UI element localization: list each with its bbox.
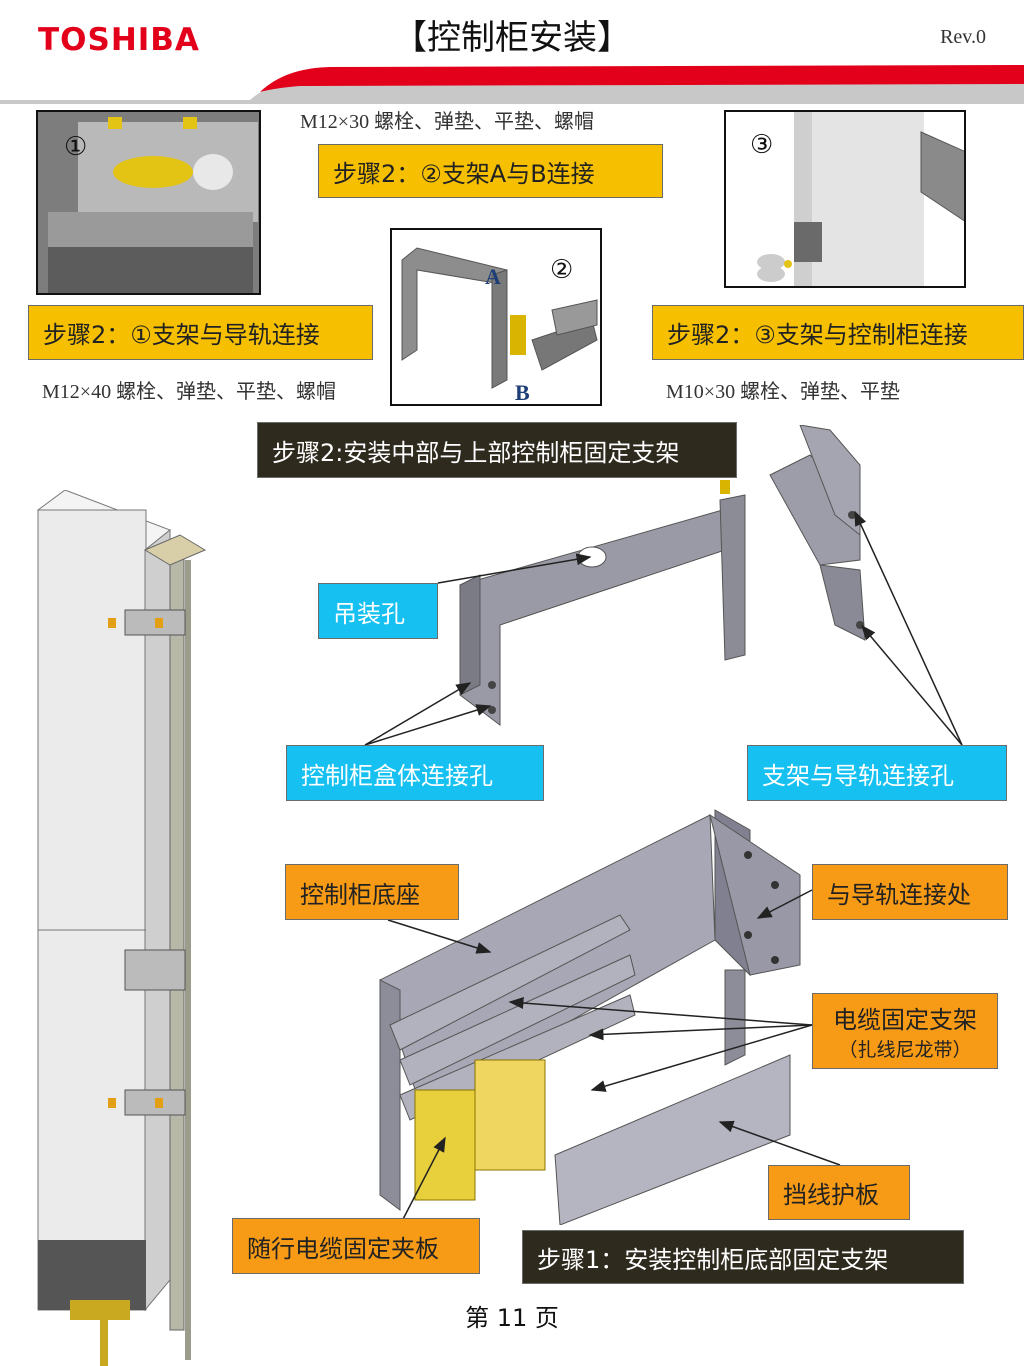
detail-image-2 <box>390 228 602 406</box>
circle-number-1: ① <box>64 132 88 162</box>
detail-image-1 <box>36 110 261 295</box>
detail-image-3 <box>724 110 966 288</box>
header-swoosh <box>0 65 1024 104</box>
label-step2-bracket-cabinet: 步骤2：③支架与控制柜连接 <box>652 305 1024 360</box>
label-step2-bracket-rail: 步骤2：①支架与导轨连接 <box>28 305 373 360</box>
cabinet-rail-illustration <box>36 490 207 1366</box>
label-cable-clamp: 随行电缆固定夹板 <box>232 1218 480 1274</box>
cable-bracket-title: 电缆固定支架 <box>833 1006 977 1034</box>
label-cabinet-base: 控制柜底座 <box>285 864 459 920</box>
label-rail-connection-holes: 支架与导轨连接孔 <box>747 745 1007 801</box>
part-label-b: B <box>515 380 530 405</box>
label-cable-bracket: 电缆固定支架 （扎线尼龙带） <box>812 993 998 1069</box>
label-guard-plate: 挡线护板 <box>768 1165 910 1220</box>
label-step2-bracket-ab: 步骤2：②支架A与B连接 <box>318 144 663 198</box>
page-number: 第 11 页 <box>465 1304 559 1332</box>
spec-m12x30: M12×30 螺栓、弹垫、平垫、螺帽 <box>300 111 595 133</box>
part-label-a: A <box>485 264 501 289</box>
label-rail-joint: 与导轨连接处 <box>812 864 1008 920</box>
middle-bracket-illustration <box>459 425 866 726</box>
toshiba-logo: TOSHIBA <box>38 22 200 58</box>
base-bracket-illustration <box>379 809 801 1225</box>
circle-number-3: ③ <box>750 130 774 160</box>
spec-m10x30: M10×30 螺栓、弹垫、平垫 <box>666 381 901 403</box>
revision-label: Rev.0 <box>940 26 986 48</box>
cable-bracket-subtitle: （扎线尼龙带） <box>838 1039 972 1061</box>
label-box-connection-holes: 控制柜盒体连接孔 <box>286 745 544 801</box>
heading-step1: 步骤1：安装控制柜底部固定支架 <box>522 1230 964 1284</box>
page-title: 【控制柜安装】 <box>393 18 631 58</box>
spec-m12x40: M12×40 螺栓、弹垫、平垫、螺帽 <box>42 381 337 403</box>
heading-step2-main: 步骤2:安装中部与上部控制柜固定支架 <box>257 422 737 478</box>
circle-number-2: ② <box>550 255 574 285</box>
label-lift-hole: 吊装孔 <box>318 583 438 639</box>
